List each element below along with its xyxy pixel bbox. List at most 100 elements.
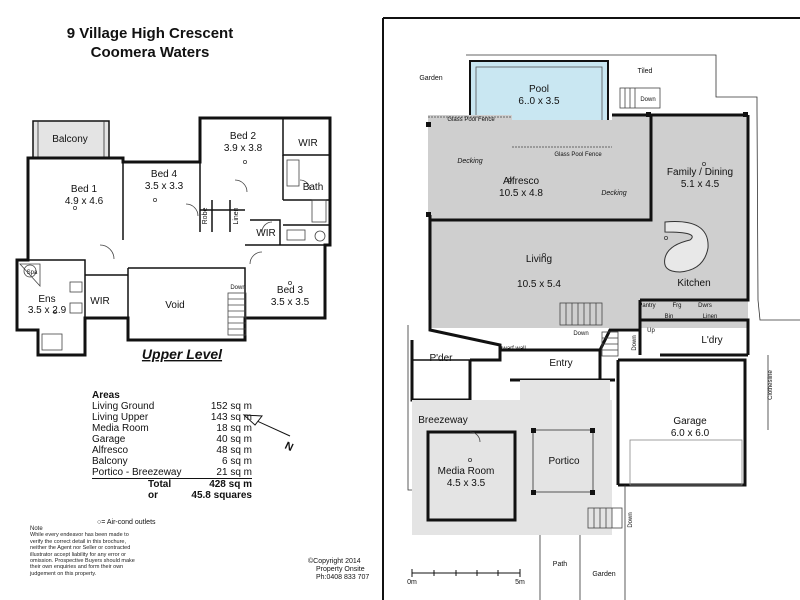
room-garage-dims: 6.0 x 6.0 — [671, 428, 710, 439]
areas-label: Living Upper — [92, 412, 149, 423]
areas-label: Alfresco — [92, 445, 129, 456]
note-heading: Note — [30, 526, 43, 532]
room-media-dims: 4.5 x 3.5 — [447, 478, 486, 489]
room-bed1-dims: 4.9 x 4.6 — [65, 196, 104, 207]
upper-stair: Down — [227, 285, 247, 336]
room-ens: Ens — [38, 294, 55, 305]
areas-value: 152 sq m — [210, 401, 252, 412]
areas-table: Areas Living Ground 152 sq m Living Upper… — [92, 390, 252, 501]
room-alfresco: Alfresco — [503, 176, 540, 187]
ground-level-plan: 0m 5m Pool 6..0 x 3.5 Alfresco 10.5 x 4.… — [407, 54, 800, 600]
copyright-line-1: Copyright 2014 — [313, 558, 361, 565]
aircon-legend: ○= Air-cond outlets — [97, 519, 156, 526]
aircon-outlet-icon: ○ — [97, 519, 102, 526]
label-decking-2: Decking — [601, 190, 626, 197]
address-line-2: Coomera Waters — [91, 44, 210, 61]
room-pool: Pool — [529, 84, 549, 95]
label-linen: Linen — [703, 314, 718, 320]
label-decking-1: Decking — [457, 158, 482, 165]
room-wir-ens: WIR — [90, 296, 109, 307]
upper-level-plan: Down Balcony Bed 1 4.9 x 4.6 Bed 4 3.5 x… — [15, 116, 332, 362]
label-glass-fence-2: Glass Pool Fence — [554, 152, 602, 158]
disclaimer-note: Note While every endeavor has been made … — [30, 526, 140, 577]
copyright-block: ©Copyright 2014 Property Onsite Ph:0408 … — [308, 558, 369, 582]
room-media: Media Room — [438, 466, 495, 477]
note-text: While every endeavor has been made to ve… — [30, 532, 135, 577]
areas-label: Balcony — [92, 456, 128, 467]
upper-stair-label: Down — [230, 285, 245, 291]
copyright-icon: © — [308, 558, 314, 565]
upper-level-heading: Upper Level — [142, 346, 223, 362]
label-glass-fence-1: Glass Pool Fence — [447, 117, 495, 123]
scale-end: 5m — [515, 579, 525, 586]
room-linen: Linen — [233, 207, 240, 224]
room-balcony: Balcony — [52, 134, 88, 145]
areas-value: 48 sq m — [216, 445, 252, 456]
label-bin: Bin — [665, 314, 674, 320]
room-breezeway: Breezeway — [418, 415, 467, 426]
address-line-1: 9 Village High Crescent — [67, 25, 233, 42]
room-alfresco-dims: 10.5 x 4.8 — [499, 188, 543, 199]
copyright-line-3: Ph:0408 833 707 — [316, 574, 370, 581]
label-dwarf-wall: Dwarf wall — [498, 346, 526, 352]
compass-arrow: N — [242, 414, 295, 454]
room-family-dining: Family / Dining — [667, 167, 733, 178]
room-spa: Spa — [27, 270, 38, 276]
areas-label: Garage — [92, 434, 126, 445]
areas-heading: Areas — [92, 390, 120, 401]
room-bed3: Bed 3 — [277, 285, 304, 296]
label-path: Path — [553, 561, 568, 568]
room-robe: Robe — [202, 208, 209, 225]
room-kitchen: Kitchen — [677, 278, 710, 289]
label-dwrs: Dwrs — [698, 303, 712, 309]
aircon-legend-text: = Air-cond outlets — [101, 519, 156, 526]
compass-label: N — [283, 440, 295, 454]
areas-row: Living Ground 152 sq m — [92, 401, 252, 412]
room-powder: P'der — [429, 353, 453, 364]
copyright-line-2: Property Onsite — [316, 566, 365, 573]
areas-or-label: or — [148, 490, 158, 501]
room-family-dining-dims: 5.1 x 4.5 — [681, 179, 720, 190]
label-garden-bottom: Garden — [592, 571, 615, 578]
areas-value: 40 sq m — [216, 434, 252, 445]
areas-label: Media Room — [92, 423, 149, 434]
label-down-laundry: Down — [632, 335, 638, 350]
room-pool-dims: 6..0 x 3.5 — [518, 96, 560, 107]
areas-row: Living Upper 143 sq m — [92, 412, 252, 423]
label-up: Up — [647, 328, 655, 334]
scale-bar: 0m 5m — [407, 569, 525, 586]
areas-row: Alfresco 48 sq m — [92, 445, 252, 456]
areas-total-value: 428 sq m — [209, 479, 252, 490]
room-living: Living — [526, 254, 552, 265]
room-entry: Entry — [549, 358, 572, 369]
label-down-garage: Down — [628, 512, 634, 527]
label-down-living: Down — [573, 331, 588, 337]
areas-value: 21 sq m — [216, 467, 252, 478]
room-garage: Garage — [673, 416, 707, 427]
room-bed2: Bed 2 — [230, 131, 257, 142]
room-laundry: L'dry — [701, 335, 722, 346]
room-bed4-dims: 3.5 x 3.3 — [145, 181, 184, 192]
room-living-dims: 10.5 x 5.4 — [517, 279, 561, 290]
areas-value: 143 sq m — [210, 412, 252, 423]
label-clothesline: Clothesline — [768, 369, 774, 399]
room-bath: Bath — [303, 182, 324, 193]
label-tiled: Tiled — [638, 68, 653, 75]
room-ens-dims: 3.5 x 2.9 — [28, 305, 67, 316]
room-portico: Portico — [548, 456, 580, 467]
label-down-tiled: Down — [640, 97, 655, 103]
room-wir-bed2: WIR — [298, 138, 317, 149]
room-bed4: Bed 4 — [151, 169, 178, 180]
room-wir-upper: WIR — [256, 228, 275, 239]
room-void: Void — [165, 300, 184, 311]
label-garden-top: Garden — [419, 75, 442, 82]
areas-label: Living Ground — [92, 401, 155, 412]
room-bed3-dims: 3.5 x 3.5 — [271, 297, 310, 308]
scale-start: 0m — [407, 579, 417, 586]
room-bed2-dims: 3.9 x 3.8 — [224, 143, 263, 154]
label-pantry: Pantry — [638, 303, 655, 309]
